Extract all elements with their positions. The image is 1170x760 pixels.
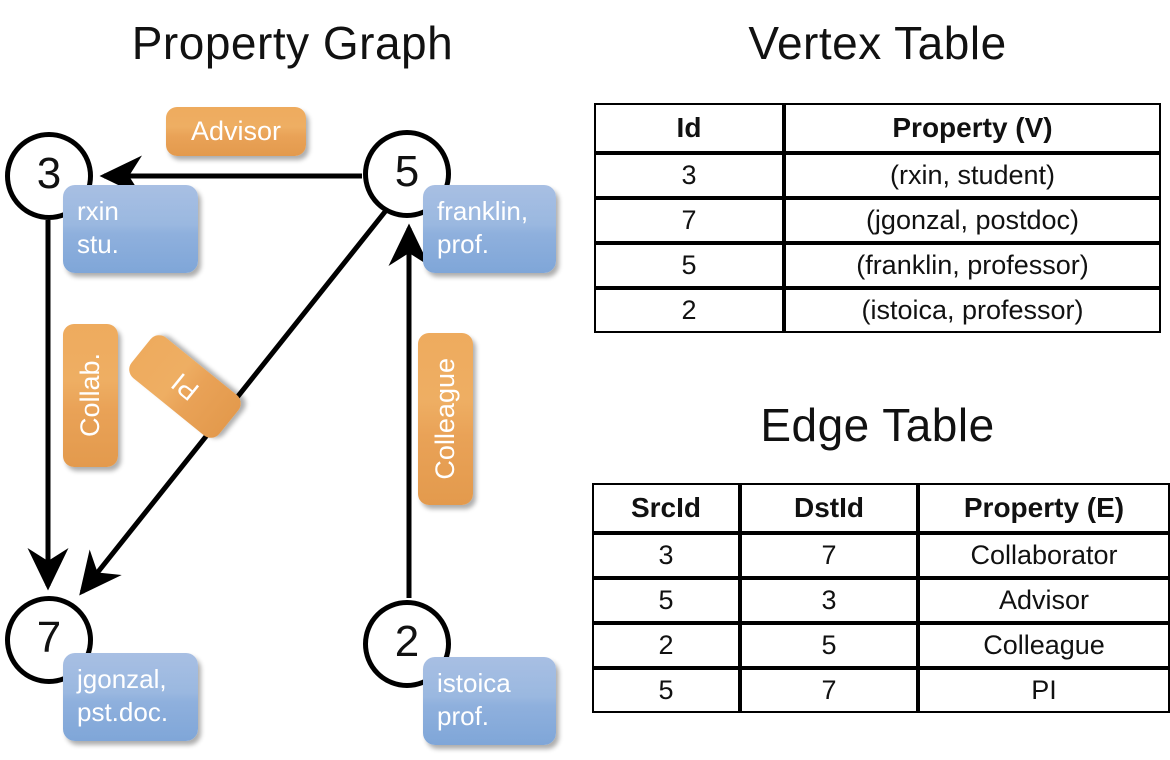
graph-node-2-label: 2: [394, 617, 420, 666]
graph-node-5[interactable]: 5: [363, 130, 451, 218]
graph-node-2[interactable]: 2: [363, 600, 451, 688]
table-row[interactable]: 3 (rxin, student): [594, 153, 1161, 198]
property-graph-title: Property Graph: [131, 17, 454, 69]
edge-table-header-row: SrcId DstId Property (E): [592, 483, 1170, 533]
edge-cell-srcid: 5: [592, 668, 740, 713]
edge-cell-property: PI: [918, 668, 1170, 713]
vertex-property-box-3[interactable]: rxin stu.: [63, 185, 198, 273]
table-row[interactable]: 5 3 Advisor: [592, 578, 1170, 623]
graph-node-5-label: 5: [394, 147, 420, 196]
edge-cell-property: Collaborator: [918, 533, 1170, 578]
vertex-header-property: Property (V): [784, 103, 1161, 153]
table-row[interactable]: 2 (istoica, professor): [594, 288, 1161, 333]
edge-table-panel: Edge Table SrcId DstId Property (E) 3 7 …: [585, 390, 1170, 760]
vertex-cell-id: 5: [594, 243, 784, 288]
edge-cell-dstid: 7: [740, 668, 918, 713]
vertex-table-header-row: Id Property (V): [594, 103, 1161, 153]
edge-cell-property: Colleague: [918, 623, 1170, 668]
graph-node-3-label: 3: [36, 149, 62, 198]
edge-label-pi-text: PI: [165, 367, 205, 407]
table-row[interactable]: 5 7 PI: [592, 668, 1170, 713]
vertex-cell-id: 3: [594, 153, 784, 198]
edge-table: SrcId DstId Property (E) 3 7 Collaborato…: [592, 483, 1170, 713]
table-row[interactable]: 5 (franklin, professor): [594, 243, 1161, 288]
edge-cell-srcid: 3: [592, 533, 740, 578]
vertex-property-2-line2: prof.: [437, 700, 490, 731]
graph-node-7-label: 7: [36, 613, 62, 662]
edge-label-colleague-text: Colleague: [430, 358, 460, 480]
table-row[interactable]: 3 7 Collaborator: [592, 533, 1170, 578]
table-row[interactable]: 7 (jgonzal, postdoc): [594, 198, 1161, 243]
vertex-cell-id: 2: [594, 288, 784, 333]
vertex-property-5-line1: franklin,: [437, 196, 529, 226]
vertex-property-box-5[interactable]: franklin, prof.: [423, 185, 556, 273]
vertex-property-5-line2: prof.: [437, 228, 490, 259]
edge-header-dstid: DstId: [740, 483, 918, 533]
edge-label-advisor[interactable]: Advisor: [166, 107, 306, 156]
edge-table-title: Edge Table: [760, 399, 995, 451]
vertex-property-box-7[interactable]: jgonzal, pst.doc.: [63, 653, 198, 741]
edge-header-srcid: SrcId: [592, 483, 740, 533]
vertex-header-id: Id: [594, 103, 784, 153]
edge-label-colleague[interactable]: Colleague: [418, 333, 473, 505]
vertex-table-title: Vertex Table: [748, 17, 1007, 69]
vertex-property-2-line1: istoica: [437, 668, 511, 698]
edge-label-collab-text: Collab.: [75, 353, 105, 438]
table-row[interactable]: 2 5 Colleague: [592, 623, 1170, 668]
vertex-cell-property: (istoica, professor): [784, 288, 1161, 333]
vertex-table-panel: Vertex Table Id Property (V) 3 (rxin, st…: [585, 0, 1170, 385]
edge-cell-dstid: 5: [740, 623, 918, 668]
vertex-property-7-line2: pst.doc.: [77, 696, 169, 727]
edge-cell-dstid: 7: [740, 533, 918, 578]
edge-cell-dstid: 3: [740, 578, 918, 623]
vertex-cell-property: (rxin, student): [784, 153, 1161, 198]
edge-cell-property: Advisor: [918, 578, 1170, 623]
edge-cell-srcid: 5: [592, 578, 740, 623]
edge-cell-srcid: 2: [592, 623, 740, 668]
vertex-property-3-line1: rxin: [77, 196, 119, 226]
property-graph-panel: Property Graph 3 5 7 2 rxin stu. frankli…: [5, 17, 556, 745]
edge-label-advisor-text: Advisor: [190, 116, 282, 146]
vertex-cell-property: (jgonzal, postdoc): [784, 198, 1161, 243]
edge-header-property: Property (E): [918, 483, 1170, 533]
edge-label-collab[interactable]: Collab.: [63, 324, 118, 467]
vertex-property-7-line1: jgonzal,: [77, 664, 167, 694]
vertex-cell-id: 7: [594, 198, 784, 243]
vertex-cell-property: (franklin, professor): [784, 243, 1161, 288]
vertex-property-box-2[interactable]: istoica prof.: [423, 657, 556, 745]
vertex-table: Id Property (V) 3 (rxin, student) 7 (jgo…: [594, 103, 1161, 333]
vertex-property-3-line2: stu.: [77, 228, 119, 259]
